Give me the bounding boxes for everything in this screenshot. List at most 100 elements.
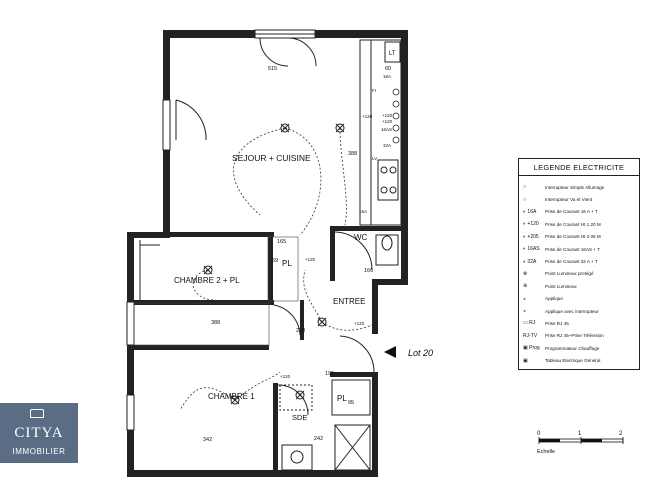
fixture-label: 16AS xyxy=(381,127,392,132)
legend-item: ○ Interrupteur Simple Allumage xyxy=(523,181,637,193)
socket-16as-icon: ◐ 16AS xyxy=(523,246,540,253)
rj-tv-icon: RJ-TV xyxy=(523,332,538,339)
switch-simple-icon: ○ xyxy=(523,184,527,191)
dimension-label: 60 xyxy=(385,66,391,72)
logo-brand: CITYA xyxy=(14,425,64,441)
dimension-label: 166 xyxy=(364,268,373,274)
dimension-label: 388 xyxy=(211,320,220,326)
interior-walls xyxy=(133,226,402,470)
legend-item-text: Point Lumineux protégé xyxy=(545,271,594,277)
dimension-label: 278 xyxy=(296,328,305,334)
legend-item: ⊕ Point Lumineux xyxy=(523,280,637,292)
legend-item-text: Applique avec interrupteur xyxy=(545,308,599,314)
legend-item: ◐ +120 Prise de Courant Ht 1.20 M xyxy=(523,218,637,230)
legend-item-text: Interrupteur Va et Vient xyxy=(545,197,593,203)
legend-list: ○ Interrupteur Simple Allumage ○ Interrupt… xyxy=(523,181,637,367)
fixture-label: 16A xyxy=(359,209,367,214)
fixture-label: 16A xyxy=(383,74,391,79)
protected-light-icon: ⊗ xyxy=(523,270,528,277)
legend-item-text: Prise RJ 45~Prise Télévision xyxy=(545,333,604,339)
room-label-placard-sde: PL xyxy=(337,394,347,403)
legend-item: ◐ +205 Prise de Courant Ht 2.05 M xyxy=(523,231,637,243)
fixture-label-fr: Fr xyxy=(372,88,377,93)
legend-item-text: Prise de Courant 16AS + T xyxy=(545,246,600,252)
legend-item: ◒ Applique avec interrupteur xyxy=(523,305,637,317)
legend-title: LEGENDE ELECTRICITE xyxy=(533,163,625,172)
fixture-label-lv: LV xyxy=(372,156,377,161)
fixture-label: +120 xyxy=(382,113,393,118)
socket-205-icon: ◐ +205 xyxy=(523,233,539,240)
light-point-icon: ⊕ xyxy=(523,283,528,290)
light-points xyxy=(203,123,345,405)
fixture-label-lt: LT xyxy=(389,51,396,57)
fixture-label: +120 xyxy=(354,321,365,326)
sde-fixtures xyxy=(279,379,371,471)
room-label-chambre1: CHAMBRE 1 xyxy=(208,392,255,401)
room-label-sde: SDE xyxy=(292,413,307,422)
room-label-entree: ENTREE xyxy=(333,297,365,306)
rj45-icon: ▭ RJ xyxy=(523,320,536,327)
legend-item-text: Prise de Courant Ht 2.05 M xyxy=(545,234,601,240)
scale-tick-label: 1 xyxy=(578,431,582,437)
wall-light-switch-icon: ◒ xyxy=(523,308,527,315)
logo-subtitle: IMMOBILIER xyxy=(12,447,66,456)
socket-120-icon: ◐ +120 xyxy=(523,221,539,228)
scale-tick-label: 2 xyxy=(619,431,623,437)
lot-arrow xyxy=(384,346,396,358)
room-label-chambre2: CHAMBRE 2 + PL xyxy=(174,276,240,285)
legend-item: ○ Interrupteur Va et Vient xyxy=(523,193,637,205)
legend-item: ▭ RJ Prise RJ 45 xyxy=(523,317,637,329)
wc-fixtures xyxy=(375,234,399,266)
legend-item: ◐ 16A Prise de Courant 16 A + T xyxy=(523,206,637,218)
dimension-label: 515 xyxy=(268,66,277,72)
legend-item-text: Applique xyxy=(545,296,563,302)
switch-twoway-icon: ○ xyxy=(523,196,527,203)
dimension-label: 195 xyxy=(325,371,334,377)
room-label-placard: PL xyxy=(282,259,292,268)
legend-divider xyxy=(519,175,639,176)
socket-16a-icon: ◐ 16A xyxy=(523,208,537,215)
legend-item: RJ-TV Prise RJ 45~Prise Télévision xyxy=(523,330,637,342)
lot-label: Lot 20 xyxy=(408,348,433,358)
legend-item: ◐ 16AS Prise de Courant 16AS + T xyxy=(523,243,637,255)
dimension-label: 95 xyxy=(348,400,354,406)
room-label-sejour: SEJOUR + CUISINE xyxy=(232,153,311,163)
heating-programmer-icon: ▣ Prog xyxy=(523,345,540,352)
legend: LEGENDE ELECTRICITE ○ Interrupteur Simple… xyxy=(518,158,640,370)
legend-item-text: Prise RJ 45 xyxy=(545,320,569,326)
scale-bar: 0 1 2 Echelle xyxy=(537,431,624,455)
scale-label: Echelle xyxy=(537,449,555,455)
dimension-label: 342 xyxy=(203,437,212,443)
wall-light-icon: ◒ xyxy=(523,295,527,302)
electric-panel-icon: ▣ xyxy=(523,357,528,364)
dimension-label: 59 xyxy=(272,258,278,264)
room-label-wc: WC xyxy=(354,233,368,242)
legend-item-text: Prise de Courant 32 A + T xyxy=(545,259,598,265)
scale-tick-label: 0 xyxy=(537,431,541,437)
dimension-label: 242 xyxy=(314,436,323,442)
logo-house-icon xyxy=(30,409,44,418)
citya-logo: CITYA IMMOBILIER xyxy=(0,403,78,463)
legend-item-text: Prise de Courant 16 A + T xyxy=(545,209,598,215)
kitchen xyxy=(359,39,402,226)
legend-item: ▣ Prog Programmateur Chauffage xyxy=(523,342,637,354)
fixture-label: +120 xyxy=(382,119,393,124)
fixture-label: +120 xyxy=(305,257,316,262)
electrical-circuits xyxy=(179,127,373,411)
dimension-label: 165 xyxy=(277,239,286,245)
exterior-walls xyxy=(126,29,408,477)
legend-item-text: Tableau Electrique Général xyxy=(545,358,601,364)
legend-item: ▣ Tableau Electrique Général xyxy=(523,354,637,366)
legend-item: ◒ Applique xyxy=(523,293,637,305)
fixture-label: +120 xyxy=(362,114,373,119)
fixture-label: +120 xyxy=(280,374,291,379)
legend-item: ⊗ Point Lumineux protégé xyxy=(523,268,637,280)
legend-item-text: Interrupteur Simple Allumage xyxy=(545,184,605,190)
legend-item-text: Programmateur Chauffage xyxy=(545,345,600,351)
legend-item-text: Point Lumineux xyxy=(545,283,577,289)
fixture-label: 32A xyxy=(383,143,391,148)
dimension-label: 388 xyxy=(348,151,357,157)
legend-item-text: Prise de Courant Ht 1.20 M xyxy=(545,221,601,227)
